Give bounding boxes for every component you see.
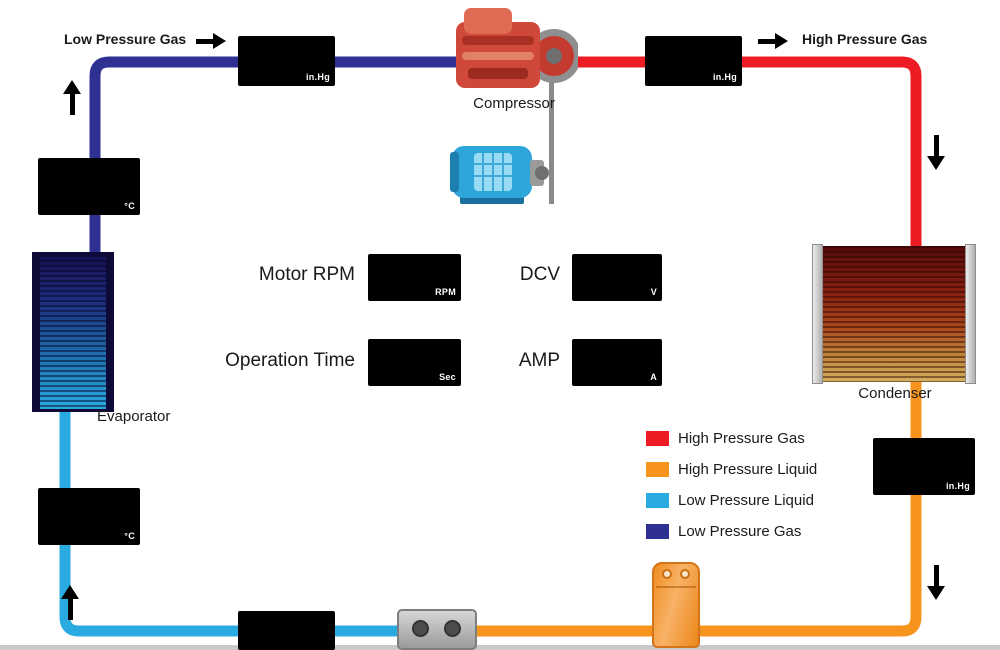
flow-arrow-down-icon (927, 565, 945, 600)
evaporator-graphic (32, 252, 114, 412)
receiver-sight-port-icon (680, 569, 690, 579)
dcv-display: V (572, 254, 662, 301)
bottom-line-display (238, 611, 335, 650)
condenser-graphic (812, 244, 976, 384)
dcv-label: DCV (519, 264, 560, 285)
pipe-low-pressure-gas (89, 56, 462, 272)
display-unit: RPM (435, 287, 456, 297)
legend-swatch-low-pressure-liquid (646, 493, 669, 508)
receiver-drier-graphic (652, 562, 700, 648)
legend-swatch-low-pressure-gas (646, 524, 669, 539)
legend-label: Low Pressure Gas (678, 523, 802, 540)
condenser-label: Condenser (858, 385, 932, 402)
display-unit: °C (124, 201, 135, 211)
receiver-sight-port-icon (662, 569, 672, 579)
display-unit: °C (124, 531, 135, 541)
evaporator-label: Evaporator (97, 408, 171, 425)
legend-item: High Pressure Gas (646, 430, 817, 447)
sight-glass-window-icon (412, 620, 429, 637)
evaporator-inlet-temp-display: °C (38, 488, 140, 545)
motor-graphic (450, 138, 552, 208)
sight-glass-window-icon (444, 620, 461, 637)
display-unit: Sec (439, 372, 456, 382)
condenser-header-left (812, 244, 823, 384)
amp-label: AMP (518, 350, 560, 371)
condenser-header-right (965, 244, 976, 384)
legend-label: Low Pressure Liquid (678, 492, 814, 509)
pipe-high-pressure-gas (560, 56, 922, 256)
display-unit: in.Hg (306, 72, 330, 82)
operation-time-display: Sec (368, 339, 461, 386)
display-unit: in.Hg (946, 481, 970, 491)
pipe-high-pressure-liquid (436, 370, 922, 637)
legend-label: High Pressure Liquid (678, 461, 818, 478)
high-pressure-gas-flow-label: High Pressure Gas (802, 31, 928, 47)
discharge-pressure-display: in.Hg (645, 36, 742, 86)
bottom-edge-band (0, 645, 1000, 650)
operation-time-label: Operation Time (225, 350, 355, 371)
suction-pressure-display: in.Hg (238, 36, 335, 86)
sight-glass-graphic (397, 609, 477, 650)
motor-rpm-display: RPM (368, 254, 461, 301)
flow-arrow-right-icon (196, 33, 226, 49)
low-pressure-gas-flow-label: Low Pressure Gas (64, 31, 187, 47)
flow-arrow-down-icon (927, 135, 945, 170)
flow-arrow-up-icon (63, 80, 81, 115)
display-unit: A (650, 372, 657, 382)
compressor-belt (549, 38, 554, 204)
legend-item: Low Pressure Gas (646, 523, 817, 540)
pipe-color-legend: High Pressure Gas High Pressure Liquid L… (646, 430, 818, 555)
evaporator-outlet-temp-display: °C (38, 158, 140, 215)
compressor-icon (456, 8, 581, 88)
condenser-outlet-pressure-display: in.Hg (873, 438, 975, 495)
condenser-fins (823, 246, 965, 382)
legend-swatch-high-pressure-gas (646, 431, 669, 446)
pipe-low-pressure-liquid (59, 398, 438, 637)
legend-item: High Pressure Liquid (646, 461, 818, 478)
motor-icon (450, 146, 549, 204)
amp-display: A (572, 339, 662, 386)
display-unit: V (650, 287, 657, 297)
legend-label: High Pressure Gas (678, 430, 805, 447)
flow-arrow-up-icon (61, 585, 79, 620)
compressor-label: Compressor (473, 95, 555, 112)
legend-swatch-high-pressure-liquid (646, 462, 669, 477)
display-unit: in.Hg (713, 72, 737, 82)
compressor-graphic (450, 6, 581, 96)
flow-arrow-right-icon (758, 33, 788, 49)
motor-rpm-label: Motor RPM (258, 264, 355, 285)
legend-item: Low Pressure Liquid (646, 492, 817, 509)
